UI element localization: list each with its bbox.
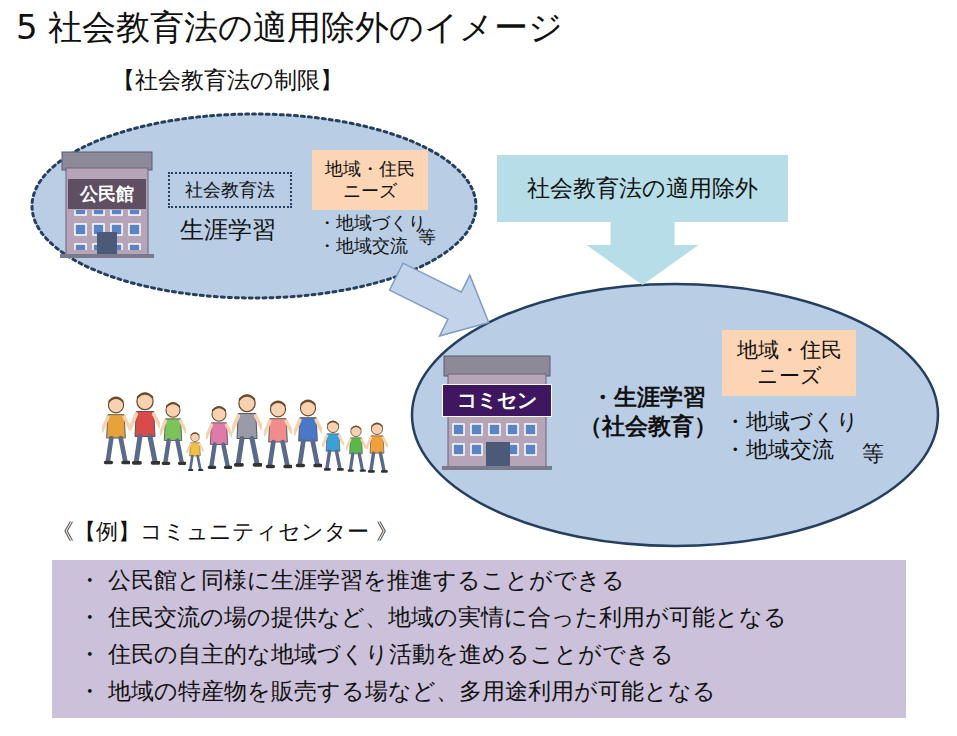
node-text: ・生涯学習 （社会教育）	[570, 383, 726, 441]
law-box: 社会教育法	[168, 172, 292, 208]
node-text: 等	[418, 226, 442, 249]
exclusion-box: 社会教育法の適用除外	[497, 155, 788, 222]
people-illustration	[102, 392, 387, 471]
node-text: 地域・住民 ニーズ	[320, 158, 421, 203]
title: 5 社会教育法の適用除外のイメージ	[16, 6, 916, 49]
node-text: 公民館	[80, 183, 134, 206]
needs-box: 地域・住民 ニーズ	[312, 150, 428, 210]
node-text: 生涯学習	[180, 215, 320, 245]
node-text: コミセン	[457, 388, 537, 413]
node-text: 社会教育法の適用除外	[527, 174, 758, 203]
node-text: ・ 住民交流の場の提供など、地域の実情に合った利用が可能となる	[78, 603, 898, 632]
node-text: ・地域づくり ・地域交流	[724, 408, 864, 463]
node-text: ・ 地域の特産物を販売する場など、多用途利用が可能となる	[78, 677, 898, 706]
needs-box: 地域・住民 ニーズ	[722, 330, 856, 396]
example-band: 《【例】コミュニティセンター 》・ 公民館と同様に生涯学習を推進することができる…	[52, 516, 906, 718]
dotted-ellipse: 生涯学習・地域づくり ・地域交流等公民館社会教育法地域・住民 ニーズ	[30, 112, 478, 300]
building-sign: コミセン	[442, 384, 552, 417]
section-label: 【社会教育法の制限】	[112, 66, 512, 95]
solid-ellipse: ・生涯学習 （社会教育）・地域づくり ・地域交流等 コミセン 地域・住民 ニーズ	[410, 282, 940, 548]
example-heading: 《【例】コミュニティセンター 》	[52, 518, 652, 546]
node-text: ・ 公民館と同様に生涯学習を推進することができる	[78, 566, 898, 595]
node-text: ・ 住民の自主的な地域づくり活動を進めることができる	[78, 640, 898, 669]
block-arrow	[587, 222, 699, 285]
building-sign: 公民館	[68, 179, 146, 210]
node-text: 地域・住民 ニーズ	[730, 337, 848, 390]
node-text: 等	[862, 440, 888, 468]
node-text: 社会教育法	[185, 179, 275, 202]
